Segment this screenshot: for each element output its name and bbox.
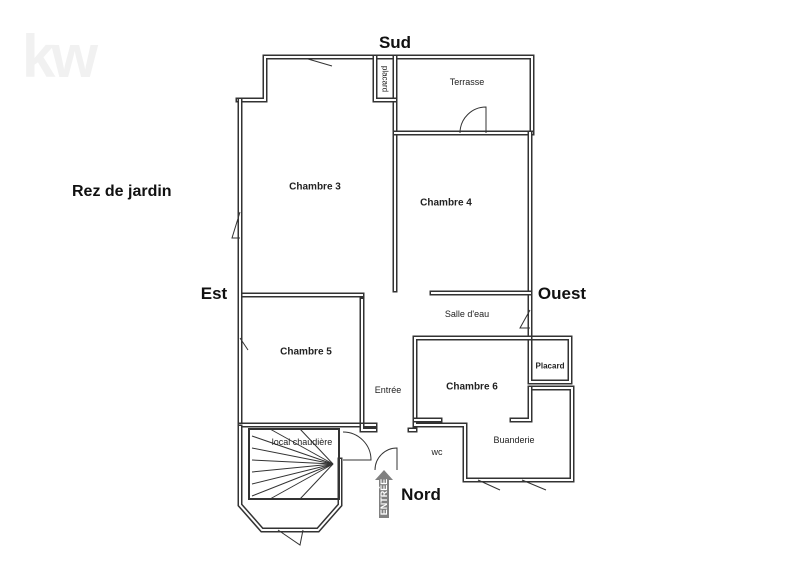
stair-step <box>251 459 334 465</box>
stair-step <box>251 463 334 497</box>
door-buanderie <box>477 479 547 491</box>
room-entree: Entrée <box>374 385 402 395</box>
wall <box>414 337 573 481</box>
room-chambre4: Chambre 4 <box>420 197 472 209</box>
room-chambre3: Chambre 3 <box>289 181 341 193</box>
wall <box>527 130 573 385</box>
label-east: Est <box>200 284 228 303</box>
plan-title: Rez de jardin <box>72 183 172 200</box>
wall <box>511 387 531 421</box>
room-placard-top: placard <box>380 65 390 93</box>
stair-step <box>299 428 334 465</box>
room-chambre6: Chambre 6 <box>446 381 498 393</box>
room-placard: Placard <box>535 361 565 371</box>
room-wc: wc <box>431 447 443 457</box>
staircase <box>248 428 340 500</box>
room-terrasse: Terrasse <box>449 77 485 87</box>
wall <box>237 56 533 134</box>
door-entree <box>374 447 398 471</box>
room-chambre5: Chambre 5 <box>280 346 332 358</box>
door-salle-eau <box>519 309 531 329</box>
stair-step <box>251 463 334 473</box>
stair-step <box>251 447 334 465</box>
stair-step <box>251 463 334 485</box>
stair-step <box>269 463 334 500</box>
stair-step <box>251 435 334 465</box>
door-terrasse <box>459 106 487 134</box>
wall <box>509 385 533 423</box>
label-north: Nord <box>401 485 441 504</box>
entrance-label: ENTRÉE <box>379 478 389 516</box>
wall <box>529 132 571 383</box>
door-chambre3-east <box>231 211 241 239</box>
wall <box>412 335 575 483</box>
room-local-chaudiere: local chaudière <box>271 437 333 447</box>
room-buanderie: Buanderie <box>493 435 535 445</box>
room-salle-eau: Salle d'eau <box>444 309 490 319</box>
stair-step <box>269 428 334 465</box>
door-local <box>342 431 372 461</box>
kw-logo-watermark: kw <box>22 23 98 90</box>
door-bay <box>277 529 304 546</box>
door-chambre5-east <box>239 337 249 351</box>
entrance-arrow-icon <box>375 470 393 518</box>
label-west: Ouest <box>537 284 587 303</box>
door-chambre3-south <box>307 58 333 67</box>
stair-step <box>299 463 334 500</box>
label-south: Sud <box>378 33 412 52</box>
wall <box>374 56 396 101</box>
wall <box>361 424 376 431</box>
